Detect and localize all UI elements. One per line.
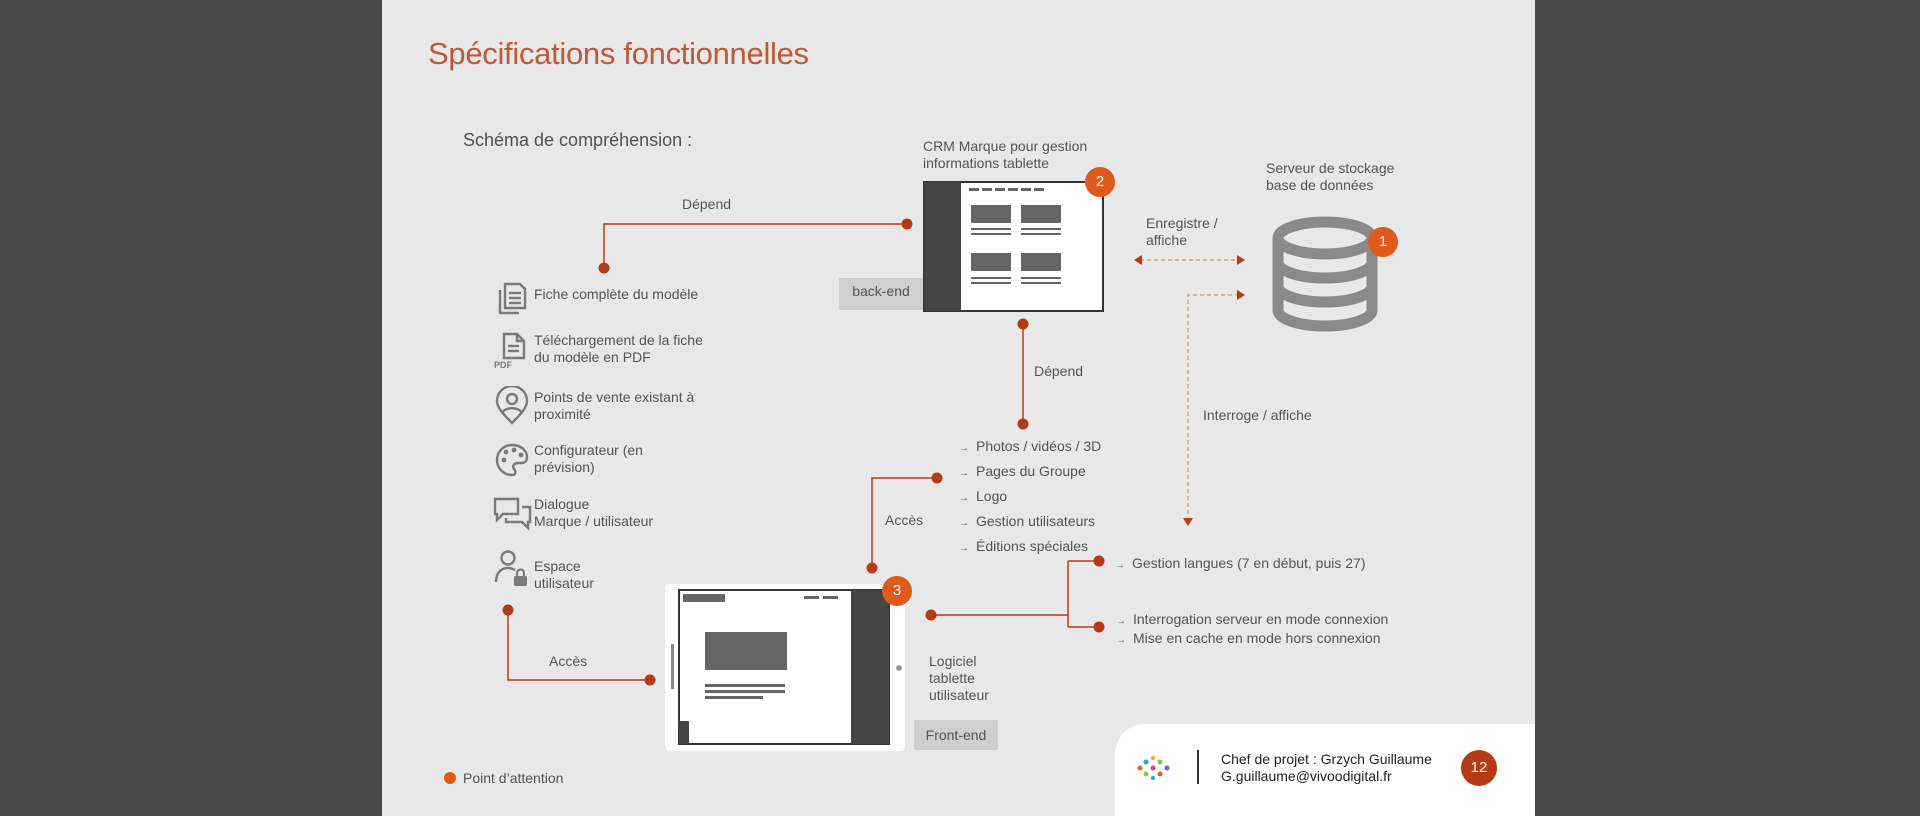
project-manager: Chef de projet : Grzych Guillaume xyxy=(1221,751,1432,767)
dot xyxy=(598,262,610,274)
enregistre-label: Enregistre / affiche xyxy=(1146,215,1218,248)
feature-label: Espace xyxy=(534,558,581,574)
footer-contact: Chef de projet : Grzych Guillaume G.guil… xyxy=(1221,751,1432,785)
depend-mid-label: Dépend xyxy=(1034,363,1084,379)
dot xyxy=(1017,418,1029,430)
pdf-file-icon: PDF xyxy=(494,332,526,370)
feature-item: Espace utilisateur xyxy=(488,548,748,594)
arrowhead-down xyxy=(1183,518,1193,526)
acces-bottom-label: Accès xyxy=(549,653,588,669)
feature-label: Points de vente existant à xyxy=(534,389,695,405)
attention-badge-1: 1 xyxy=(1368,227,1398,257)
feature-item: Configurateur (en prévision) xyxy=(488,440,748,486)
server-label: Serveur de stockage base de données xyxy=(1266,160,1395,193)
language-list: Gestion langues (7 en début, puis 27) xyxy=(1115,552,1366,577)
feature-item: Fiche complète du modèle xyxy=(488,276,748,322)
dot xyxy=(925,609,937,621)
footer-divider xyxy=(1197,750,1199,784)
slide-title: Spécifications fonctionnelles xyxy=(428,36,809,71)
depend-top-line xyxy=(603,223,907,268)
arrowhead-right xyxy=(1237,255,1245,265)
dot xyxy=(931,472,943,484)
page-number: 12 xyxy=(1461,750,1497,786)
company-logo xyxy=(1137,756,1170,780)
depend-top-label: Dépend xyxy=(682,196,732,212)
feature-label: Fiche complète du modèle xyxy=(534,286,699,302)
database-icon xyxy=(1272,216,1378,332)
feature-item: PDF Téléchargement de la fiche du modèle… xyxy=(488,330,748,376)
dot xyxy=(644,674,656,686)
attention-badge-3: 3 xyxy=(882,576,912,606)
feature-item: Dialogue Marque / utilisateur xyxy=(488,494,748,540)
feature-label: Téléchargement de la fiche xyxy=(534,332,703,348)
feature-label: Marque / utilisateur xyxy=(534,513,654,529)
dot xyxy=(1017,318,1029,330)
location-pin-icon xyxy=(495,386,529,425)
dot xyxy=(901,218,913,230)
content-list: Photos / vidéos / 3D Pages du Groupe Log… xyxy=(959,435,1101,560)
list-item: Pages du Groupe xyxy=(959,460,1101,485)
acces-mid-label: Accès xyxy=(885,512,924,528)
back-end-tag: back-end xyxy=(839,278,923,310)
feature-label: Configurateur (en xyxy=(534,442,643,458)
tablet-illustration xyxy=(665,584,905,751)
arrowhead-left xyxy=(1134,255,1142,265)
interroge-dashed-line xyxy=(1187,294,1239,516)
tablet-label: Logiciel tablette utilisateur xyxy=(929,653,989,703)
feature-label: du modèle en PDF xyxy=(534,349,651,365)
chat-bubbles-icon xyxy=(493,497,532,531)
list-item: Gestion langues (7 en début, puis 27) xyxy=(1115,552,1366,577)
feature-label: utilisateur xyxy=(534,575,594,591)
crm-label: CRM Marque pour gestion informations tab… xyxy=(923,138,1088,171)
list-item: Éditions spéciales xyxy=(959,535,1101,560)
acces-bottom-line xyxy=(507,610,650,681)
acces-mid-line xyxy=(871,477,937,568)
palette-icon xyxy=(495,443,529,477)
list-item: Interrogation serveur en mode connexion xyxy=(1116,611,1388,630)
feature-label: Dialogue xyxy=(534,496,590,512)
feature-label: proximité xyxy=(534,406,591,422)
user-lock-icon xyxy=(494,550,527,586)
interroge-label: Interroge / affiche xyxy=(1203,407,1312,423)
contact-email: G.guillaume@vivoodigital.fr xyxy=(1221,768,1392,784)
front-end-tag: Front-end xyxy=(914,720,998,750)
dot xyxy=(866,562,878,574)
list-item: Gestion utilisateurs xyxy=(959,510,1101,535)
dot xyxy=(502,604,514,616)
slide: Spécifications fonctionnelles Schéma de … xyxy=(382,0,1535,816)
attention-badge-2: 2 xyxy=(1085,167,1115,197)
svg-text:PDF: PDF xyxy=(494,360,513,370)
list-item: Photos / vidéos / 3D xyxy=(959,435,1101,460)
arrowhead-right xyxy=(1237,290,1245,300)
feature-item: Points de vente existant à proximité xyxy=(488,386,748,432)
list-item: Logo xyxy=(959,485,1101,510)
server-mode-list: Interrogation serveur en mode connexion … xyxy=(1116,611,1388,649)
slide-subtitle: Schéma de compréhension : xyxy=(463,130,693,150)
legend-label: Point d’attention xyxy=(463,770,564,786)
list-item: Mise en cache en mode hors connexion xyxy=(1116,630,1388,649)
dot xyxy=(1093,621,1105,633)
footer-panel: Chef de projet : Grzych Guillaume G.guil… xyxy=(1115,724,1535,816)
documents-icon xyxy=(498,282,527,315)
connector-lines xyxy=(502,218,1245,686)
legend-dot xyxy=(444,772,456,784)
crm-screen-illustration xyxy=(923,181,1104,312)
feature-label: prévision) xyxy=(534,459,595,475)
